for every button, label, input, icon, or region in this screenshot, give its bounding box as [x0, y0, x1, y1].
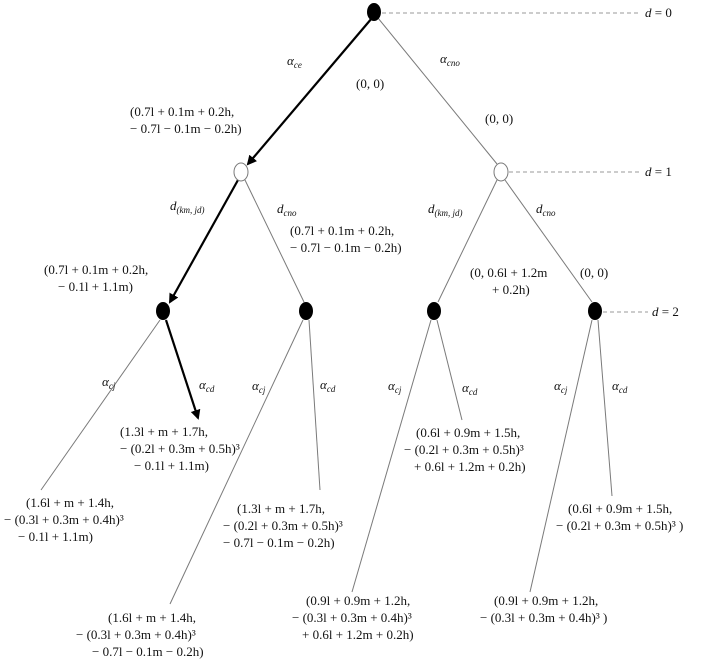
edge-c7 [529, 319, 593, 593]
payoff-leaf-cj-2: (1.6l + m + 1.4h, − (0.3l + 0.3m + 0.4h)… [76, 610, 204, 659]
payoff-n2-left: (0, 0.6l + 1.2m + 0.2h) [470, 265, 548, 297]
edge-n1-right [244, 179, 305, 303]
payoff-leaf-cd-3: (0.6l + 0.9m + 1.5h, − (0.2l + 0.3m + 0.… [404, 425, 526, 474]
node-n4 [299, 302, 313, 320]
edge-label-c4: αcd [320, 377, 336, 394]
depth-label-2: d = 2 [652, 304, 679, 319]
edge-label-root-right: αcno [440, 51, 460, 68]
node-root [367, 3, 381, 21]
payoff-root-left: (0.7l + 0.1m + 0.2h, − 0.7l − 0.1m − 0.2… [130, 104, 242, 136]
edge-n1-left [169, 179, 239, 304]
edge-label-c2: αcd [199, 377, 215, 394]
edge-label-c1: αcj [102, 374, 116, 391]
edge-label-c6: αcd [462, 380, 478, 397]
edge-label-n2-right: dcno [536, 201, 556, 218]
payoff-leaf-cd-1: (1.3l + m + 1.7h, − (0.2l + 0.3m + 0.5h)… [120, 424, 240, 473]
payoff-n1-right: (0.7l + 0.1m + 0.2h, − 0.7l − 0.1m − 0.2… [290, 223, 402, 255]
edge-root-left [246, 17, 373, 166]
edge-label-n1-right: dcno [277, 201, 297, 218]
payoff-n1-left: (0.7l + 0.1m + 0.2h, − 0.1l + 1.1m) [44, 262, 149, 294]
edge-n2-right [504, 179, 593, 303]
payoff-leaf-cj-4: (0.9l + 0.9m + 1.2h, − (0.3l + 0.3m + 0.… [480, 593, 608, 625]
edge-label-c8: αcd [612, 378, 628, 395]
edge-c1 [40, 319, 161, 491]
node-n5 [427, 302, 441, 320]
node-n3 [156, 302, 170, 320]
payoff-root-mid: (0, 0) [356, 76, 385, 91]
node-n1 [233, 162, 249, 182]
edge-n2-left [437, 179, 498, 303]
payoff-leaf-cj-3: (0.9l + 0.9m + 1.2h, − (0.3l + 0.3m + 0.… [292, 593, 414, 642]
payoff-leaf-cd-2: (1.3l + m + 1.7h, − (0.2l + 0.3m + 0.5h)… [223, 501, 343, 550]
edge-label-c3: αcj [252, 378, 266, 395]
edge-c5 [351, 319, 432, 593]
edge-label-root-left: αce [287, 53, 302, 70]
depth-label-0: d = 0 [645, 5, 672, 20]
edge-c4 [308, 319, 321, 491]
edge-label-n1-left: d(km, jd) [170, 198, 205, 215]
node-n2 [493, 162, 509, 182]
edge-root-right [377, 17, 498, 165]
edge-c6 [436, 319, 463, 421]
payoff-n2-right: (0, 0) [580, 265, 609, 280]
edge-c3 [169, 319, 304, 605]
payoff-root-right: (0, 0) [485, 111, 514, 126]
edge-label-n2-left: d(km, jd) [428, 201, 463, 218]
payoff-leaf-cj-1: (1.6l + m + 1.4h, − (0.3l + 0.3m + 0.4h)… [4, 495, 124, 544]
edge-c2 [164, 319, 201, 420]
edge-label-c7: αcj [554, 378, 568, 395]
node-n6 [588, 302, 602, 320]
depth-label-1: d = 1 [645, 164, 672, 179]
payoff-leaf-cd-4: (0.6l + 0.9m + 1.5h, − (0.2l + 0.3m + 0.… [556, 501, 684, 533]
edge-c8 [597, 319, 613, 497]
edge-label-c5: αcj [388, 378, 402, 395]
